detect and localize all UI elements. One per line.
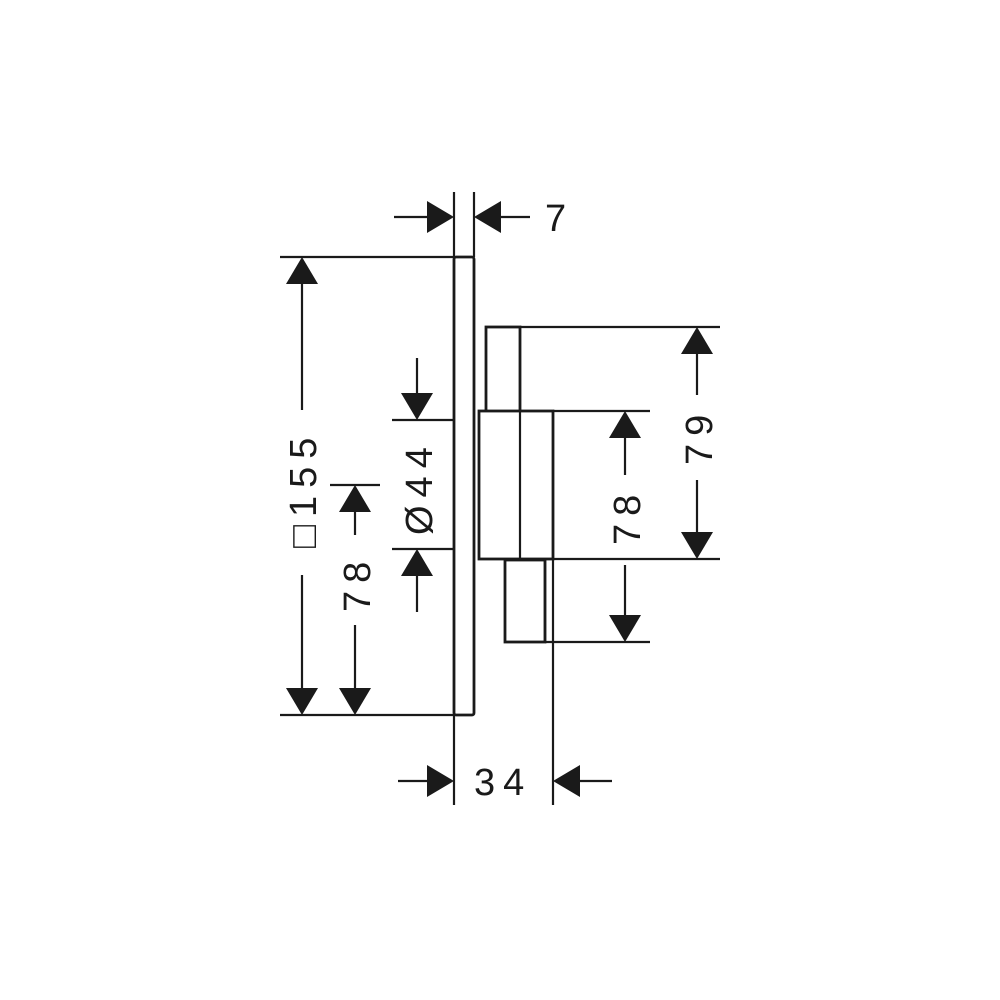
dim-center-right: 78	[607, 411, 649, 642]
dim-center-left: 78	[337, 485, 379, 715]
dim-right-spacing-label: 79	[679, 407, 721, 465]
lower-stem	[503, 558, 547, 644]
dim-thickness: 7	[394, 198, 574, 240]
dim-total-depth-label: 34	[474, 762, 532, 804]
dim-right-spacing: 79	[679, 327, 721, 559]
extension-lines	[280, 192, 720, 805]
dim-panel-size: □155	[283, 257, 325, 715]
upper-stem	[484, 325, 522, 414]
dim-panel-size-label: □155	[283, 430, 325, 548]
cover-plate	[452, 255, 476, 717]
dim-knob-diameter-label: Ø44	[399, 439, 441, 535]
dim-thickness-label: 7	[545, 198, 574, 240]
dim-knob-diameter: Ø44	[399, 358, 441, 612]
part-outline	[452, 255, 555, 717]
dim-center-left-label: 78	[337, 554, 379, 612]
dim-center-right-label: 78	[607, 487, 649, 545]
dim-total-depth: 34	[398, 762, 612, 804]
knob-body	[477, 409, 555, 561]
